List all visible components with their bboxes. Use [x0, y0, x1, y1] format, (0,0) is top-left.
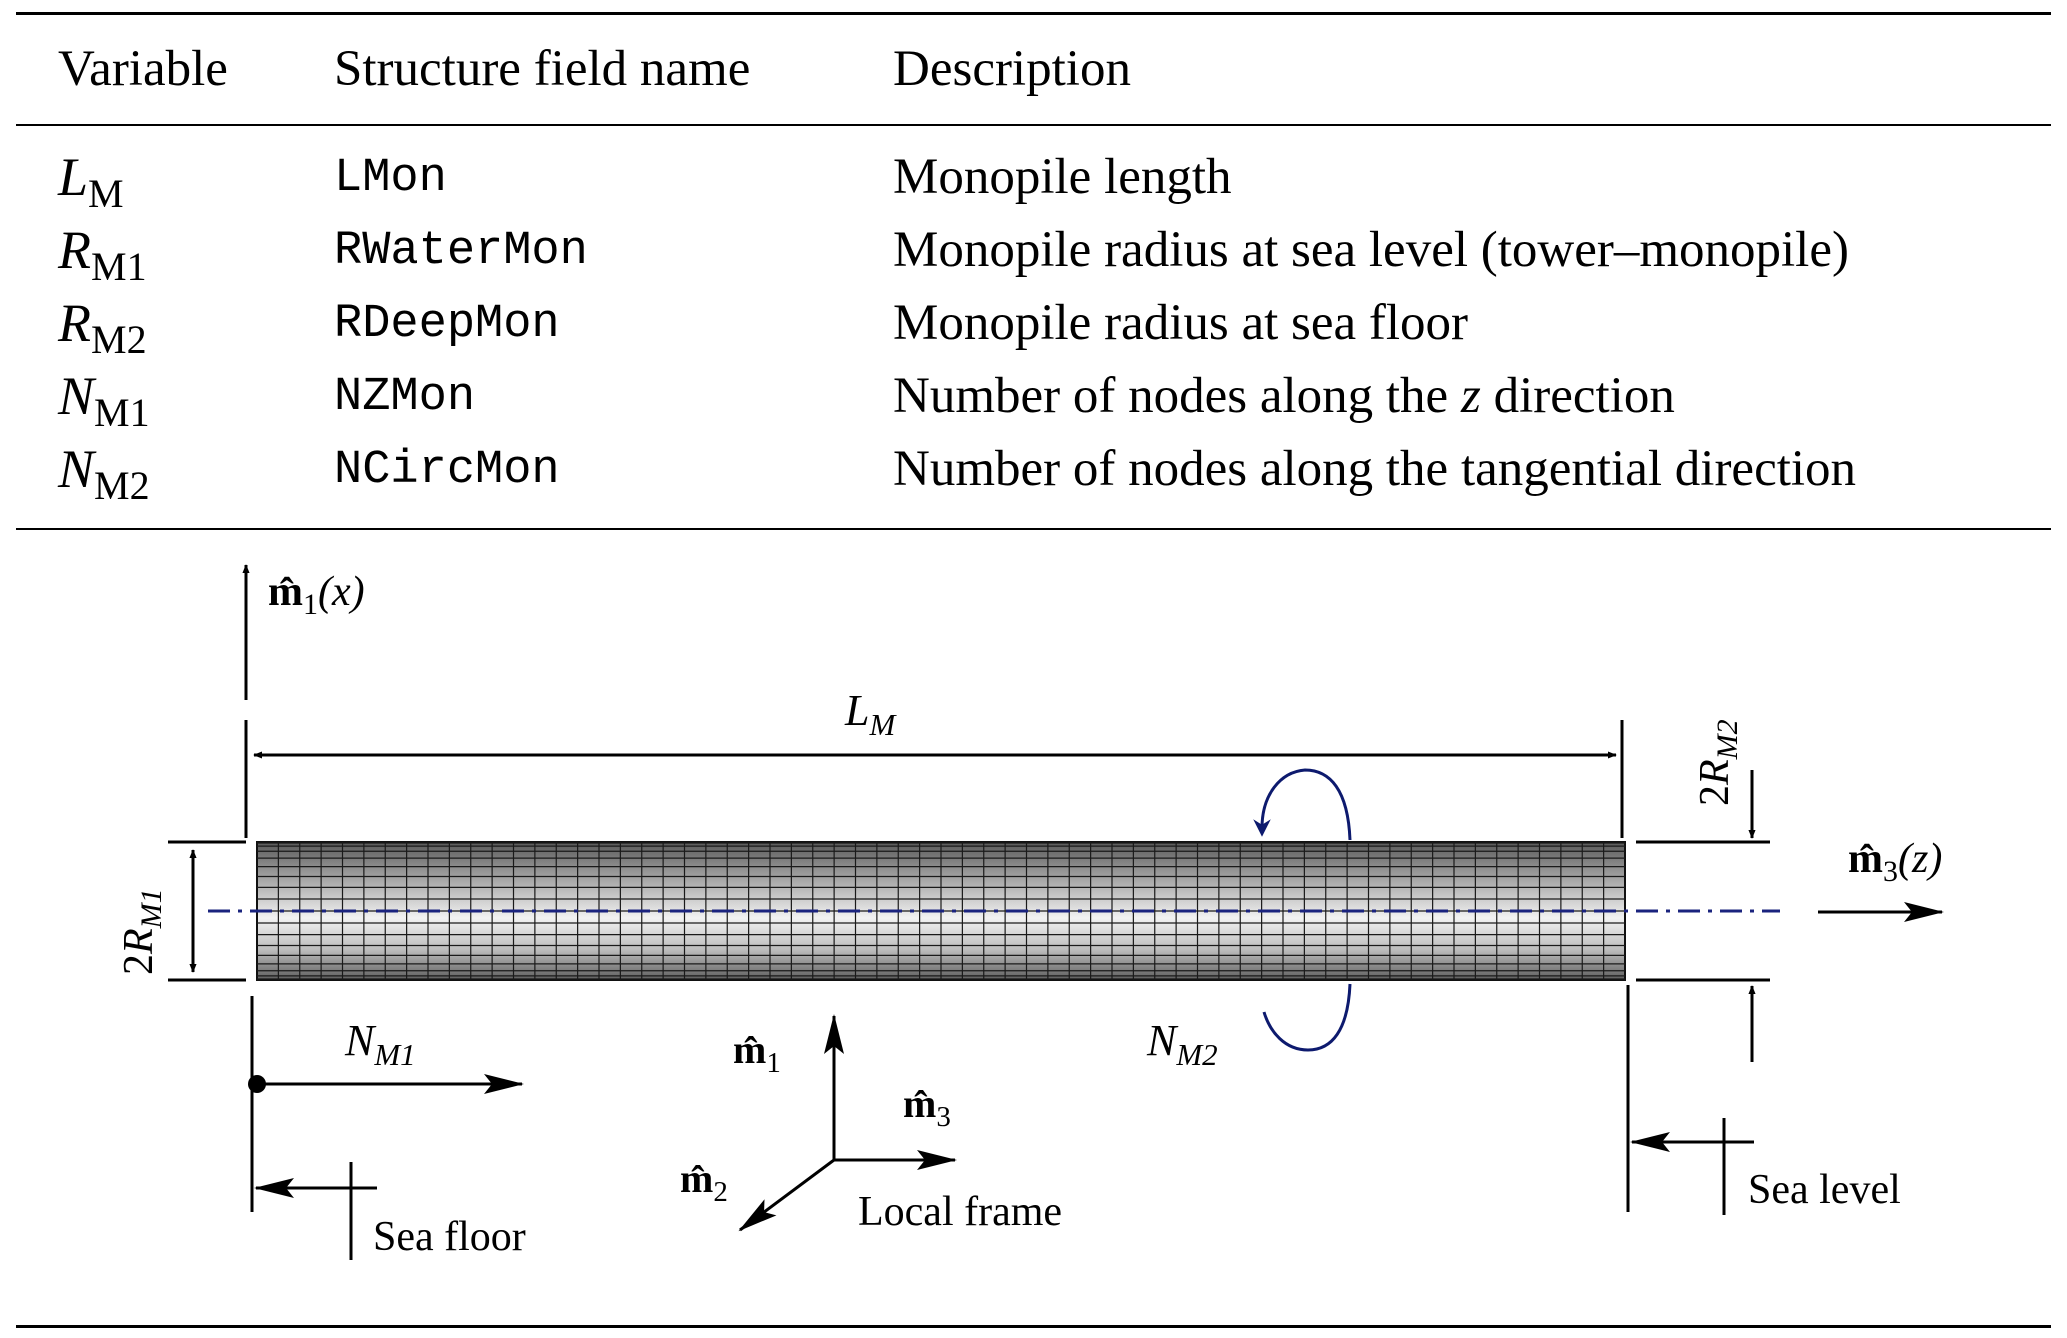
local-m2-label: m̂2 [680, 1156, 728, 1208]
row-5-var-base: N [58, 439, 95, 499]
local-m3-base: m̂ [903, 1081, 936, 1126]
row-5-field: NCircMon [334, 444, 560, 497]
table-header-rule [16, 124, 2051, 126]
header-description: Description [893, 41, 1131, 97]
nodes-axial-sub: M1 [373, 1037, 415, 1072]
nodes-axial-base: N [344, 1016, 377, 1065]
row-5-var-sub: M2 [94, 463, 150, 508]
row-1-field: LMon [334, 152, 447, 205]
axis-m1-sub: 1 [303, 588, 318, 621]
row-2-description: Monopile radius at sea level (tower–mono… [893, 222, 1849, 278]
row-1-description: Monopile length [893, 149, 1232, 205]
axis-m3-label: m̂3(z) [1848, 836, 1942, 888]
length-label: LM [844, 686, 897, 742]
left-radius-label: 2RM1 [116, 888, 168, 975]
row-2-field: RWaterMon [334, 225, 588, 278]
row-4-desc-post: direction [1480, 368, 1675, 424]
nodes-circ-sub: M2 [1175, 1037, 1217, 1072]
row-4-var-sub: M1 [94, 390, 150, 435]
row-4-description: Number of nodes along the z direction [893, 367, 1675, 425]
axis-m1-base: m̂ [268, 569, 303, 615]
axis-m3-arg: (z) [1898, 836, 1942, 882]
row-5-variable: NM2 [58, 438, 150, 509]
row-4-var-base: N [58, 366, 95, 426]
left-radius-base: R [116, 928, 162, 955]
length-label-sub: M [868, 707, 897, 742]
local-m1-sub: 1 [766, 1047, 781, 1079]
row-4-variable: NM1 [58, 365, 150, 436]
header-variable: Variable [58, 41, 228, 97]
length-label-base: L [844, 686, 869, 735]
local-m3-sub: 3 [936, 1101, 951, 1133]
local-frame-label: Local frame [858, 1189, 1062, 1235]
axis-m1-label: m̂1(x) [268, 569, 365, 621]
left-radius-pre: 2 [116, 954, 162, 975]
right-radius-base: R [1692, 759, 1738, 786]
row-3-field: RDeepMon [334, 298, 560, 351]
sea-floor-label: Sea floor [373, 1214, 526, 1260]
axis-m3-sub: 3 [1883, 855, 1898, 888]
table-top-rule [16, 12, 2051, 15]
row-1-var-base: L [58, 147, 89, 207]
row-4-desc-pre: Number of nodes along the [893, 368, 1461, 424]
local-m1-label: m̂1 [733, 1027, 781, 1079]
header-structure-field-name: Structure field name [334, 41, 751, 97]
row-1-variable: LM [58, 146, 124, 217]
right-radius-sub: M2 [1711, 719, 1744, 760]
row-3-var-base: R [58, 293, 91, 353]
row-2-variable: RM1 [58, 219, 147, 290]
local-m2-sub: 2 [713, 1176, 728, 1208]
right-radius-label: 2RM2 [1692, 719, 1744, 806]
row-3-description: Monopile radius at sea floor [893, 295, 1469, 351]
nodes-circ-base: N [1146, 1016, 1179, 1065]
axis-m1-arg: (x) [318, 569, 365, 615]
figure-bottom-rule [16, 1325, 2051, 1328]
row-3-variable: RM2 [58, 292, 147, 363]
row-4-desc-z: z [1460, 368, 1481, 424]
left-radius-sub: M1 [135, 888, 168, 929]
local-m3-label: m̂3 [903, 1081, 951, 1133]
nodes-axial-label: NM1 [344, 1016, 416, 1072]
row-5-description: Number of nodes along the tangential dir… [893, 441, 1857, 497]
row-2-var-sub: M1 [91, 244, 147, 289]
axis-m3-base: m̂ [1848, 836, 1883, 882]
local-m2-base: m̂ [680, 1156, 713, 1201]
table-bottom-rule [16, 528, 2051, 530]
local-m2-arrow [738, 1158, 835, 1232]
row-4-field: NZMon [334, 371, 476, 424]
rotation-arrow-top [1253, 768, 1352, 841]
row-3-var-sub: M2 [91, 317, 147, 362]
sea-level-label: Sea level [1748, 1167, 1901, 1213]
row-2-var-base: R [58, 220, 91, 280]
nodes-circ-label: NM2 [1146, 1016, 1218, 1072]
right-radius-pre: 2 [1692, 785, 1738, 806]
row-1-var-sub: M [88, 171, 124, 216]
rotation-arrow-bottom [1262, 983, 1352, 1052]
local-m1-base: m̂ [733, 1027, 766, 1072]
